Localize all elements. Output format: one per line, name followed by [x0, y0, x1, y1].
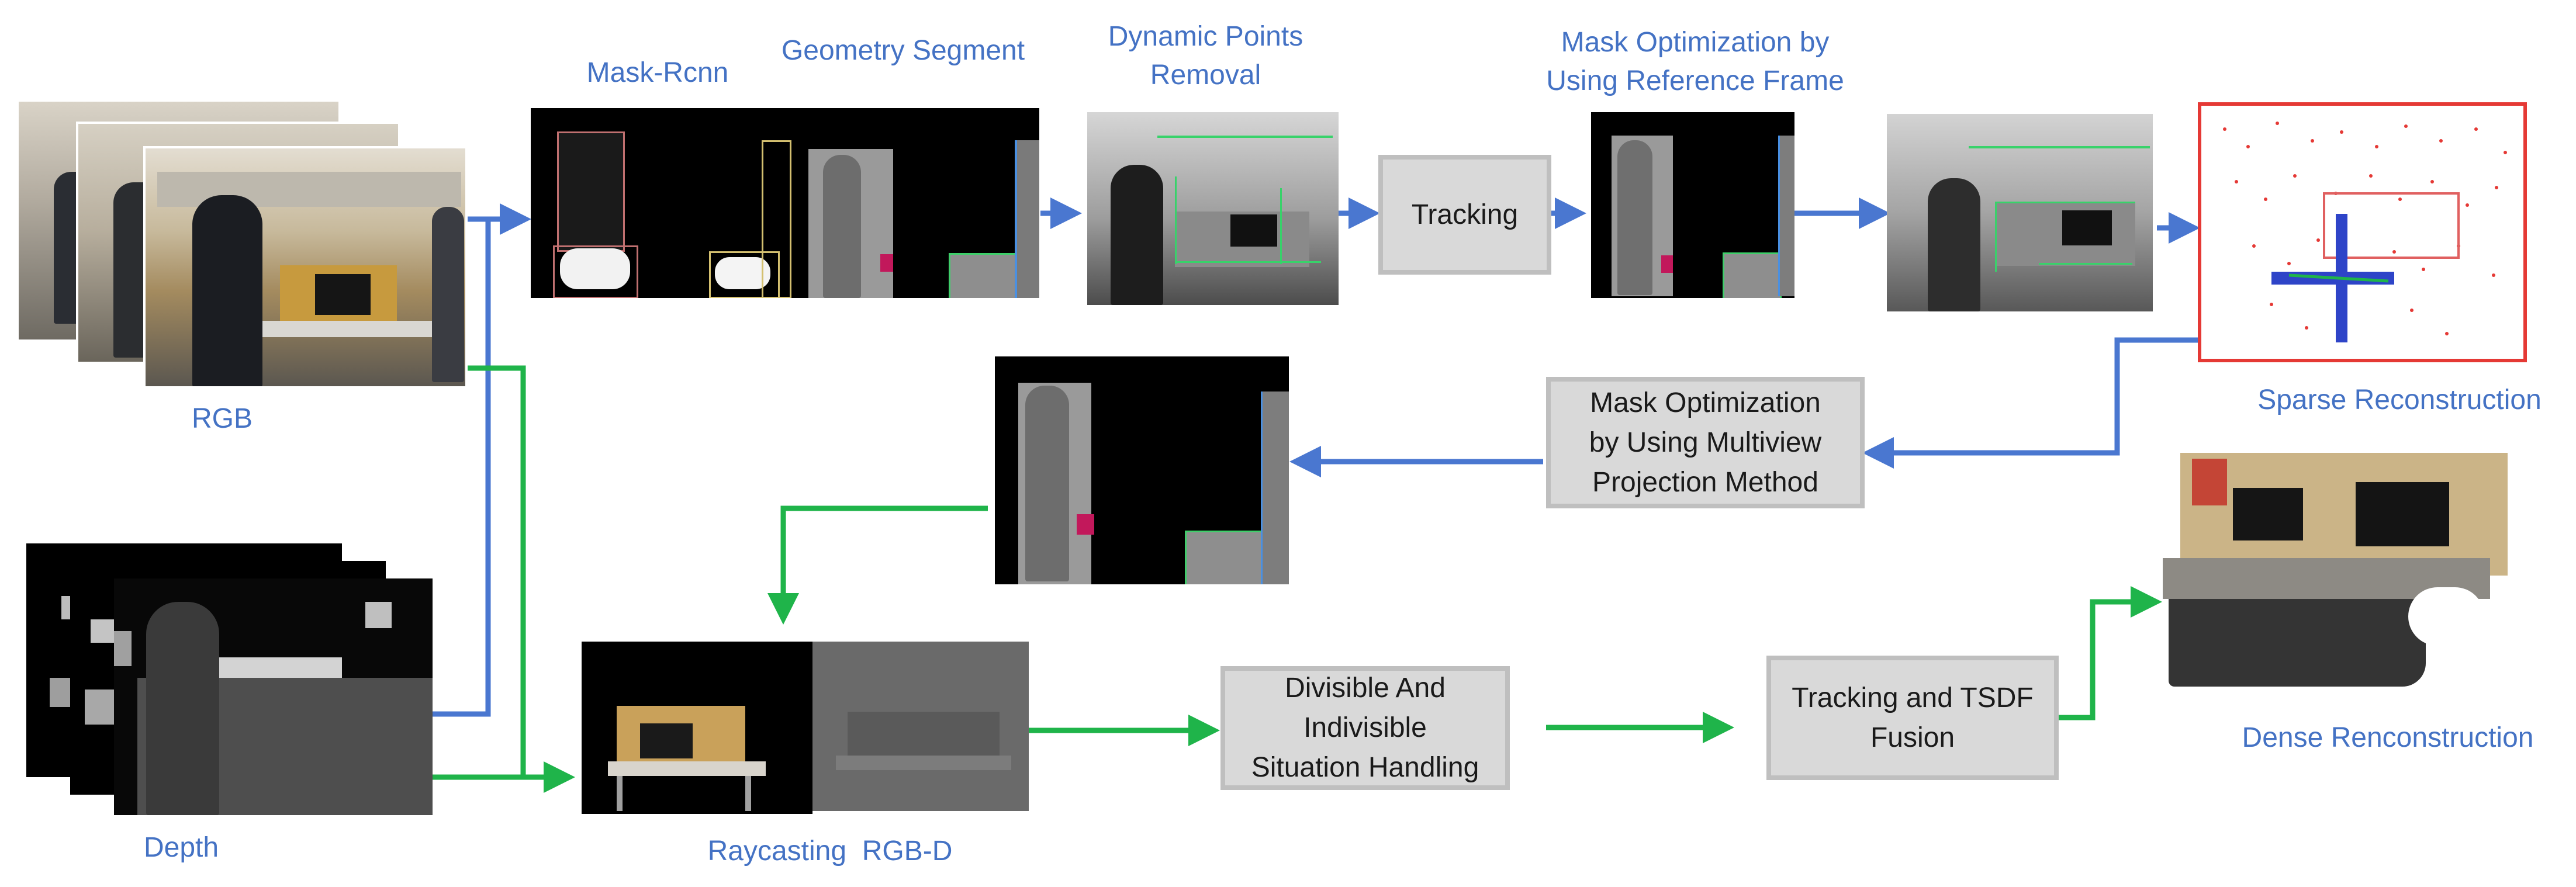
arrow-tsdf-to-dense	[2058, 586, 2162, 720]
label-dynamic-points-removal: Dynamic Points Removal	[1108, 21, 1303, 91]
tracking-tsdf-text: Tracking and TSDF Fusion	[1792, 682, 2034, 753]
arrow-depth-to-mask	[433, 219, 491, 717]
tracking-tsdf-box: Tracking and TSDF Fusion	[1766, 656, 2059, 780]
raycasting-rgb-image	[582, 642, 812, 814]
mask-opt-ref-image	[1591, 112, 1794, 298]
label-mask-rcnn: Mask-Rcnn	[586, 57, 729, 88]
dense-reconstruction-image	[2163, 441, 2513, 698]
divisible-box: Divisible And Indivisible Situation Hand…	[1220, 666, 1510, 790]
plp-tracking-image	[1887, 114, 2153, 311]
sparse-reconstruction-image	[2198, 102, 2527, 362]
label-mask-opt-ref: Mask Optimization by Using Reference Fra…	[1546, 27, 1844, 96]
mask-opt-multiview-text: Mask Optimization by Using Multiview Pro…	[1589, 387, 1822, 498]
dynamic-removal-image	[1087, 112, 1339, 305]
depth-frame-main	[114, 578, 433, 815]
label-geometry-segment: Geometry Segment	[781, 35, 1025, 66]
arrow-sparse-to-multiview	[1862, 337, 2198, 469]
label-rgb: RGB	[191, 403, 253, 434]
label-depth: Depth	[143, 832, 219, 863]
mask-opt-multiview-box: Mask Optimization by Using Multiview Pro…	[1546, 377, 1865, 508]
label-sparse-reconstruction: Sparse Reconstruction	[2257, 384, 2542, 415]
sparse-points-svg	[2223, 122, 2507, 342]
tracking-box: Tracking	[1378, 155, 1551, 275]
rgb-frame-main	[143, 146, 468, 389]
label-dense-reconstruction: Dense Renconstruction	[2242, 722, 2534, 753]
mask-rcnn-image	[531, 108, 1039, 298]
arrow-rgb-to-raycast	[466, 365, 575, 793]
raycasting-depth-image	[812, 642, 1029, 811]
tracking-box-text: Tracking	[1411, 199, 1519, 230]
label-raycasting: Raycasting RGB-D	[707, 836, 953, 867]
multiview-mask-image	[995, 356, 1289, 584]
divisible-box-text: Divisible And Indivisible Situation Hand…	[1251, 673, 1479, 783]
arrow-mask2-to-raycast	[767, 505, 988, 625]
